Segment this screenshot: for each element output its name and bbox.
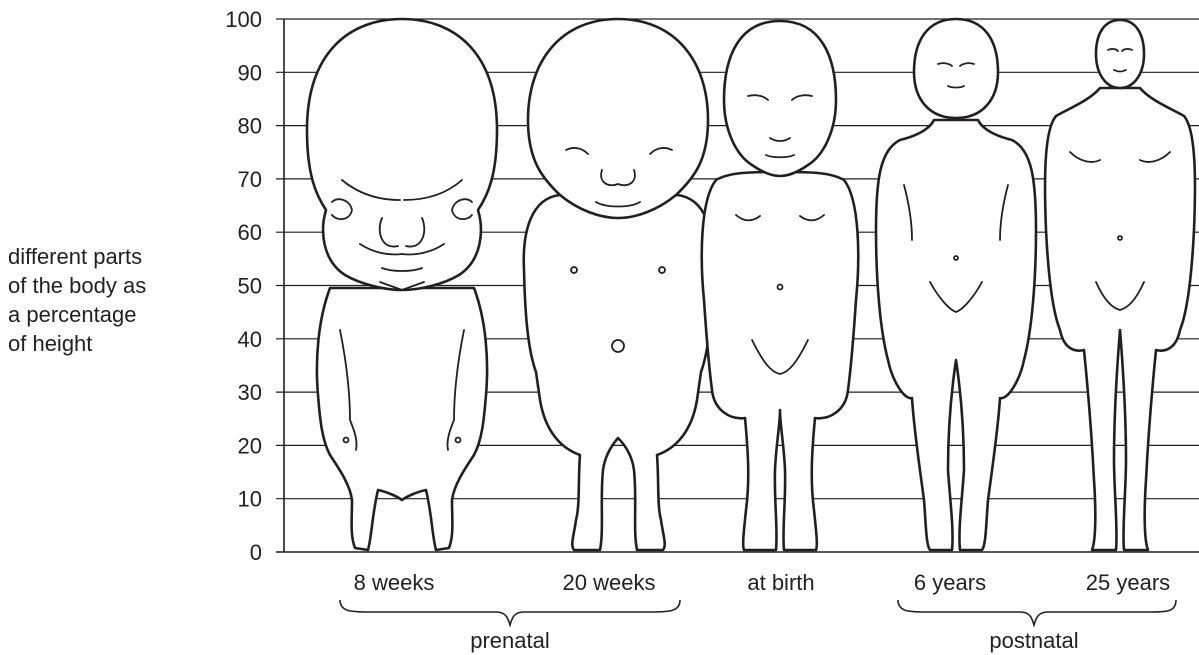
figure-20-weeks: [524, 19, 713, 550]
group-label-postnatal: postnatal: [989, 628, 1078, 653]
y-tick-label: 0: [250, 540, 262, 565]
figure-6-years: [876, 19, 1036, 550]
stage-label-6-years: 6 years: [914, 570, 986, 595]
stage-labels: 8 weeks 20 weeks at birth 6 years 25 yea…: [354, 570, 1171, 595]
y-tick-label: 20: [238, 433, 262, 458]
stage-label-at-birth: at birth: [747, 570, 814, 595]
figure-8-weeks: [307, 19, 497, 550]
stage-label-25-years: 25 years: [1086, 570, 1170, 595]
figure-at-birth: [702, 21, 858, 550]
y-axis-ticks: 0 10 20 30 40 50 60 70 80 90 100: [225, 7, 262, 565]
y-axis-label-line: a percentage: [8, 302, 136, 327]
brace-prenatal: [340, 600, 680, 625]
y-tick-label: 70: [238, 167, 262, 192]
y-tick-label: 60: [238, 220, 262, 245]
y-axis-label-line: different parts: [8, 244, 142, 269]
figure-25-years: [1045, 20, 1195, 550]
y-tick-label: 10: [238, 487, 262, 512]
stage-label-20-weeks: 20 weeks: [563, 570, 656, 595]
y-axis-label: different parts of the body as a percent…: [8, 244, 146, 356]
stage-label-8-weeks: 8 weeks: [354, 570, 435, 595]
y-tick-label: 80: [238, 114, 262, 139]
y-tick-label: 40: [238, 327, 262, 352]
y-axis-label-line: of the body as: [8, 273, 146, 298]
y-axis-label-line: of height: [8, 331, 92, 356]
y-tick-label: 50: [238, 274, 262, 299]
y-tick-label: 30: [238, 380, 262, 405]
y-tick-label: 90: [238, 60, 262, 85]
group-label-prenatal: prenatal: [470, 628, 550, 653]
y-tick-label: 100: [225, 7, 262, 32]
brace-postnatal: [898, 600, 1176, 625]
